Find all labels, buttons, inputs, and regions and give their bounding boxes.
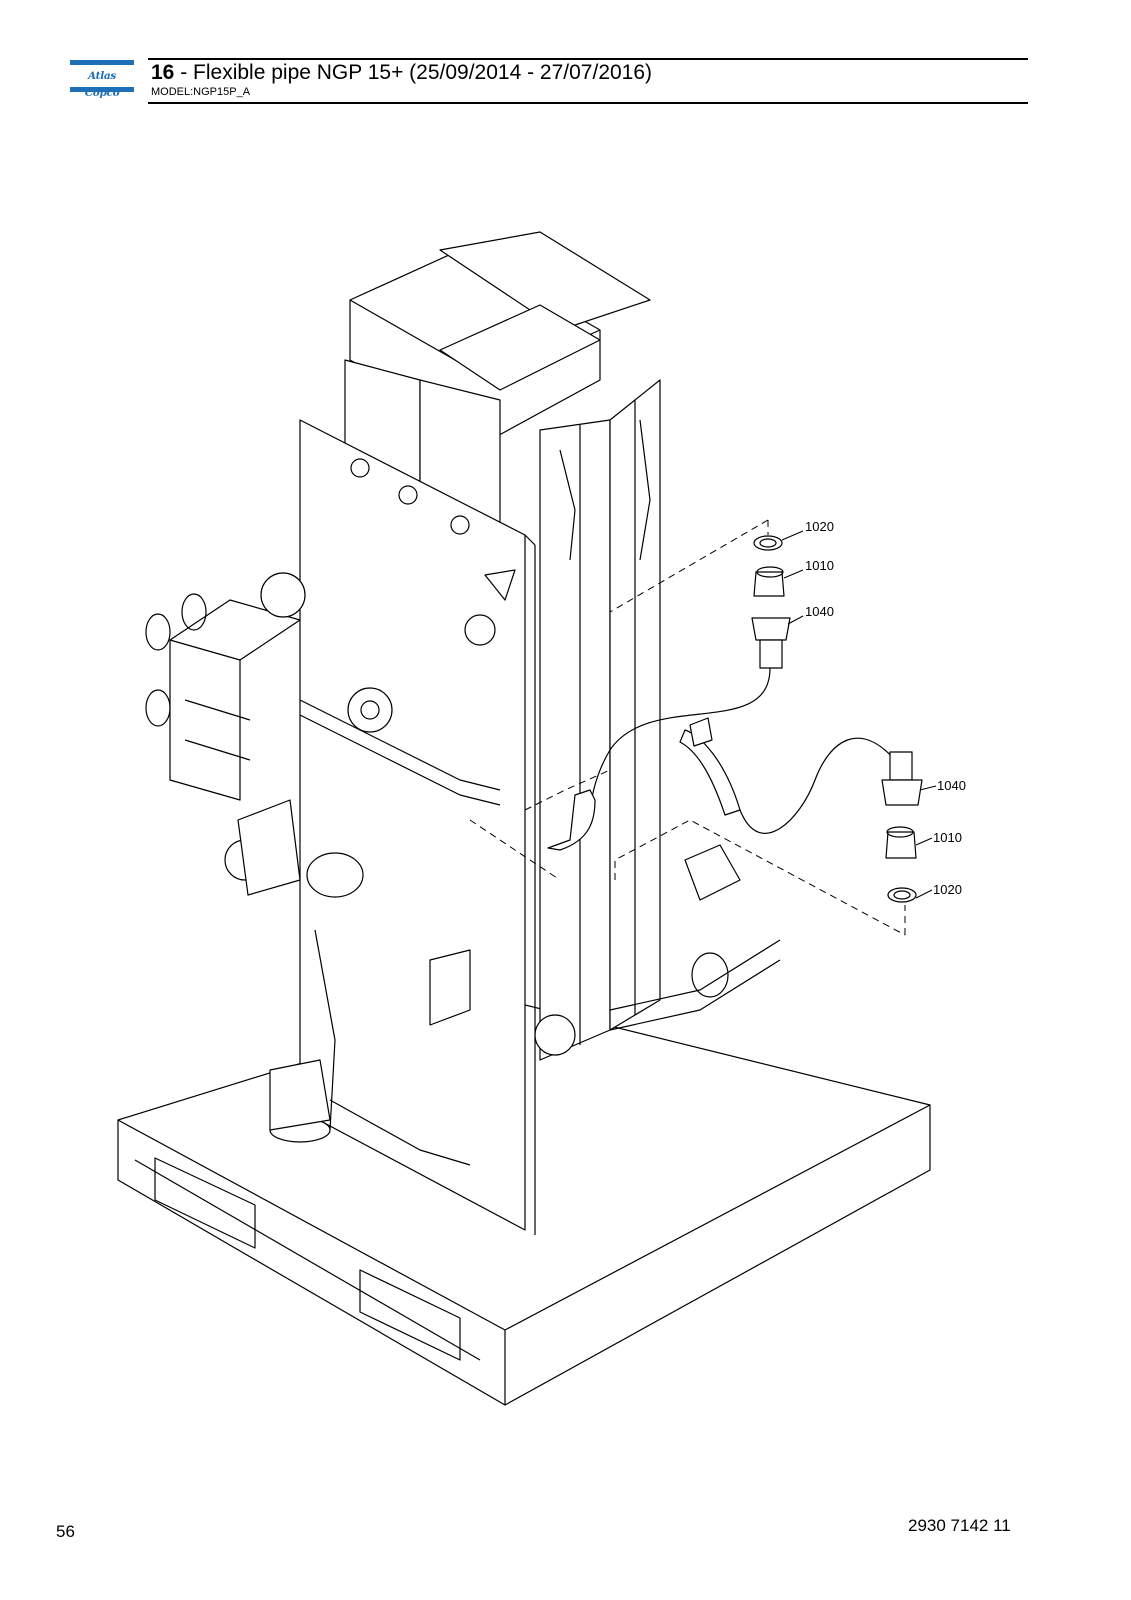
callout-1010-upper: 1010 xyxy=(805,558,834,573)
callout-1040-upper: 1040 xyxy=(805,604,834,619)
logo-bottom-bar xyxy=(70,87,134,92)
section-number: 16 xyxy=(151,61,175,84)
gauges-and-valves xyxy=(224,419,781,1166)
top-modules xyxy=(349,231,651,441)
lower-exploded-parts xyxy=(881,751,923,903)
page-title: 16 - Flexible pipe NGP 15+ (25/09/2014 -… xyxy=(151,60,652,86)
installation-dashed-paths xyxy=(469,470,906,936)
atlas-copco-logo: Atlas Copco xyxy=(70,60,134,99)
flexible-hose-assembly xyxy=(547,667,896,851)
callout-1010-lower: 1010 xyxy=(933,830,962,845)
main-panel xyxy=(299,419,536,1235)
header-top-rule xyxy=(148,58,1028,60)
header-bottom-rule xyxy=(148,102,1028,104)
callout-1020-lower: 1020 xyxy=(933,882,962,897)
upper-exploded-parts xyxy=(751,535,791,669)
side-manifold xyxy=(145,593,301,801)
section-title: - Flexible pipe NGP 15+ (25/09/2014 - 27… xyxy=(174,61,653,84)
page-number: 56 xyxy=(56,1522,75,1541)
logo-top-bar xyxy=(70,60,134,65)
document-number: 2930 7142 11 xyxy=(908,1516,1011,1535)
callout-1020-upper: 1020 xyxy=(805,519,834,534)
callout-leaders xyxy=(781,530,937,899)
callout-1040-lower: 1040 xyxy=(937,778,966,793)
model-label: MODEL:NGP15P_A xyxy=(151,86,251,98)
